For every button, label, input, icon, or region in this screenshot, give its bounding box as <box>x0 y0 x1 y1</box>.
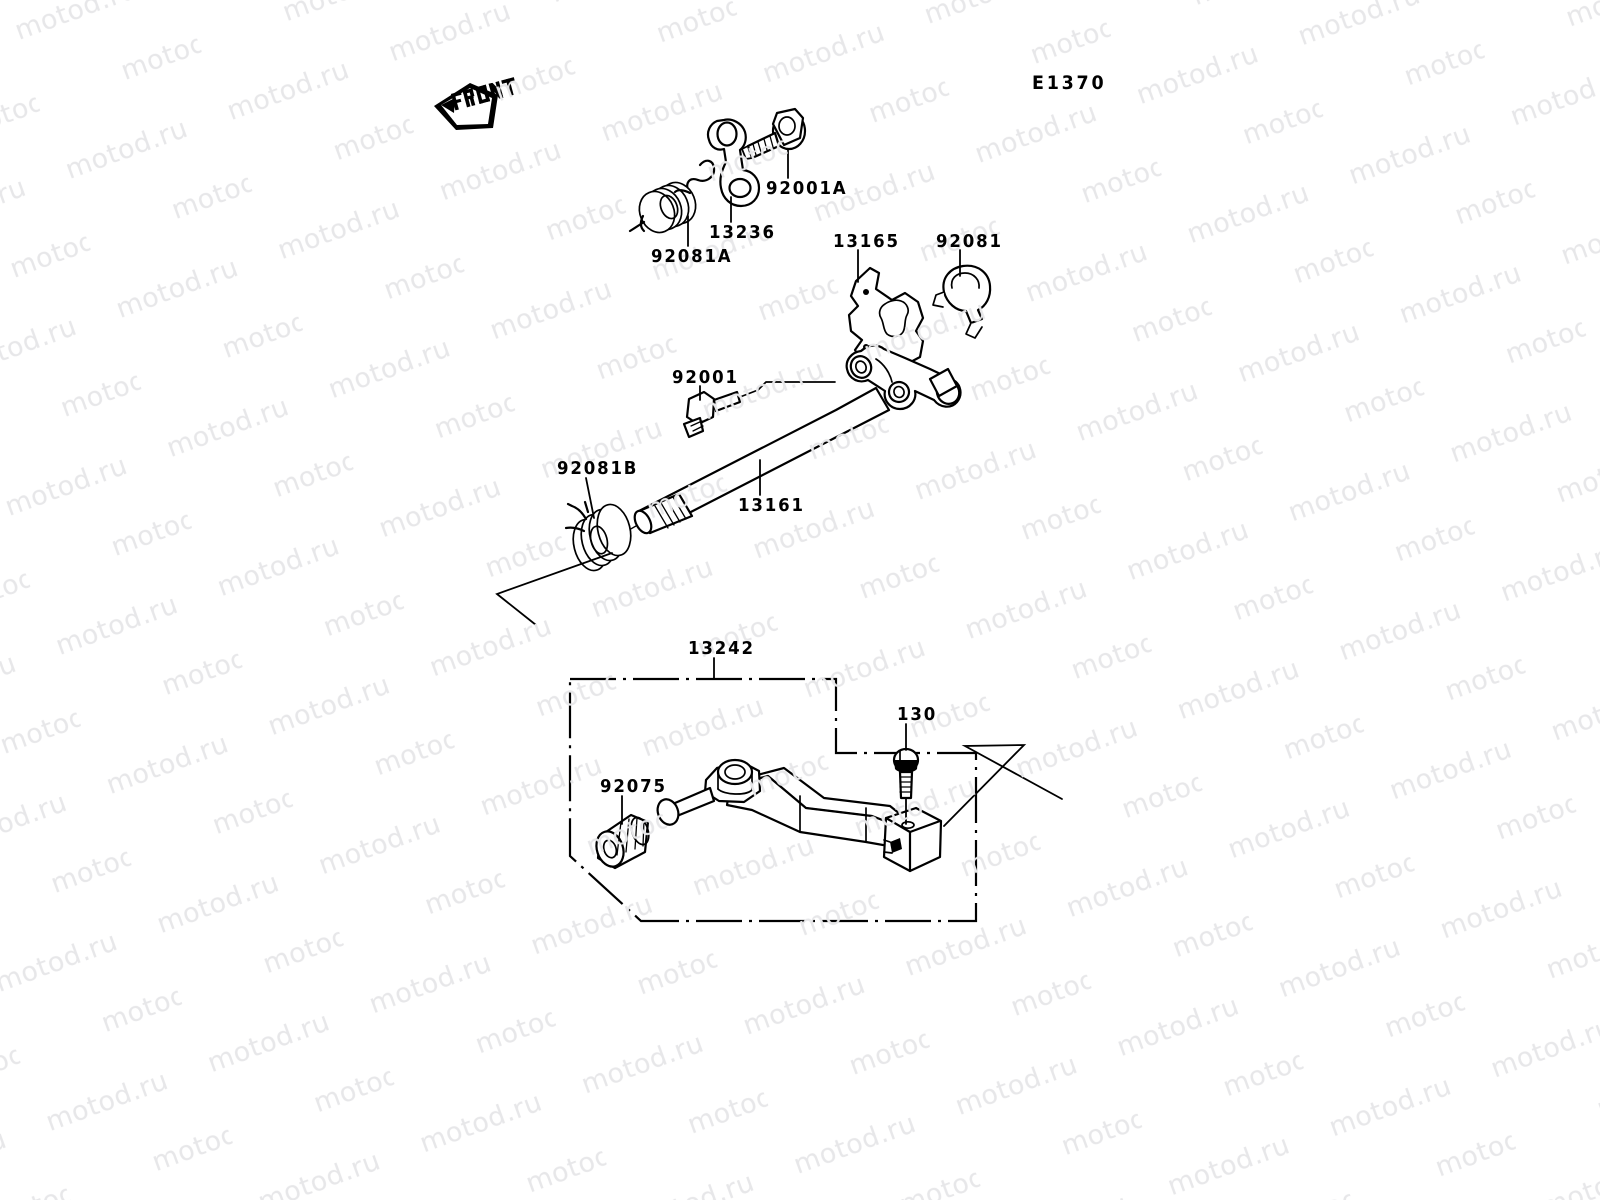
callout-92075[interactable]: 92075 <box>600 776 667 797</box>
callout-13242[interactable]: 13242 <box>688 638 755 659</box>
callout-92081A[interactable]: 92081A <box>651 246 733 267</box>
callout-130[interactable]: 130 <box>897 704 938 725</box>
callout-13161[interactable]: 13161 <box>738 495 805 516</box>
callout-13165[interactable]: 13165 <box>833 231 900 252</box>
callout-92001[interactable]: 92001 <box>672 367 739 388</box>
callout-92081[interactable]: 92081 <box>936 231 1003 252</box>
callout-92081B[interactable]: 92081B <box>557 458 639 479</box>
callout-92001A[interactable]: 92001A <box>766 178 848 199</box>
sheet-code: E1370 <box>1032 72 1107 94</box>
callout-13236[interactable]: 13236 <box>709 222 776 243</box>
